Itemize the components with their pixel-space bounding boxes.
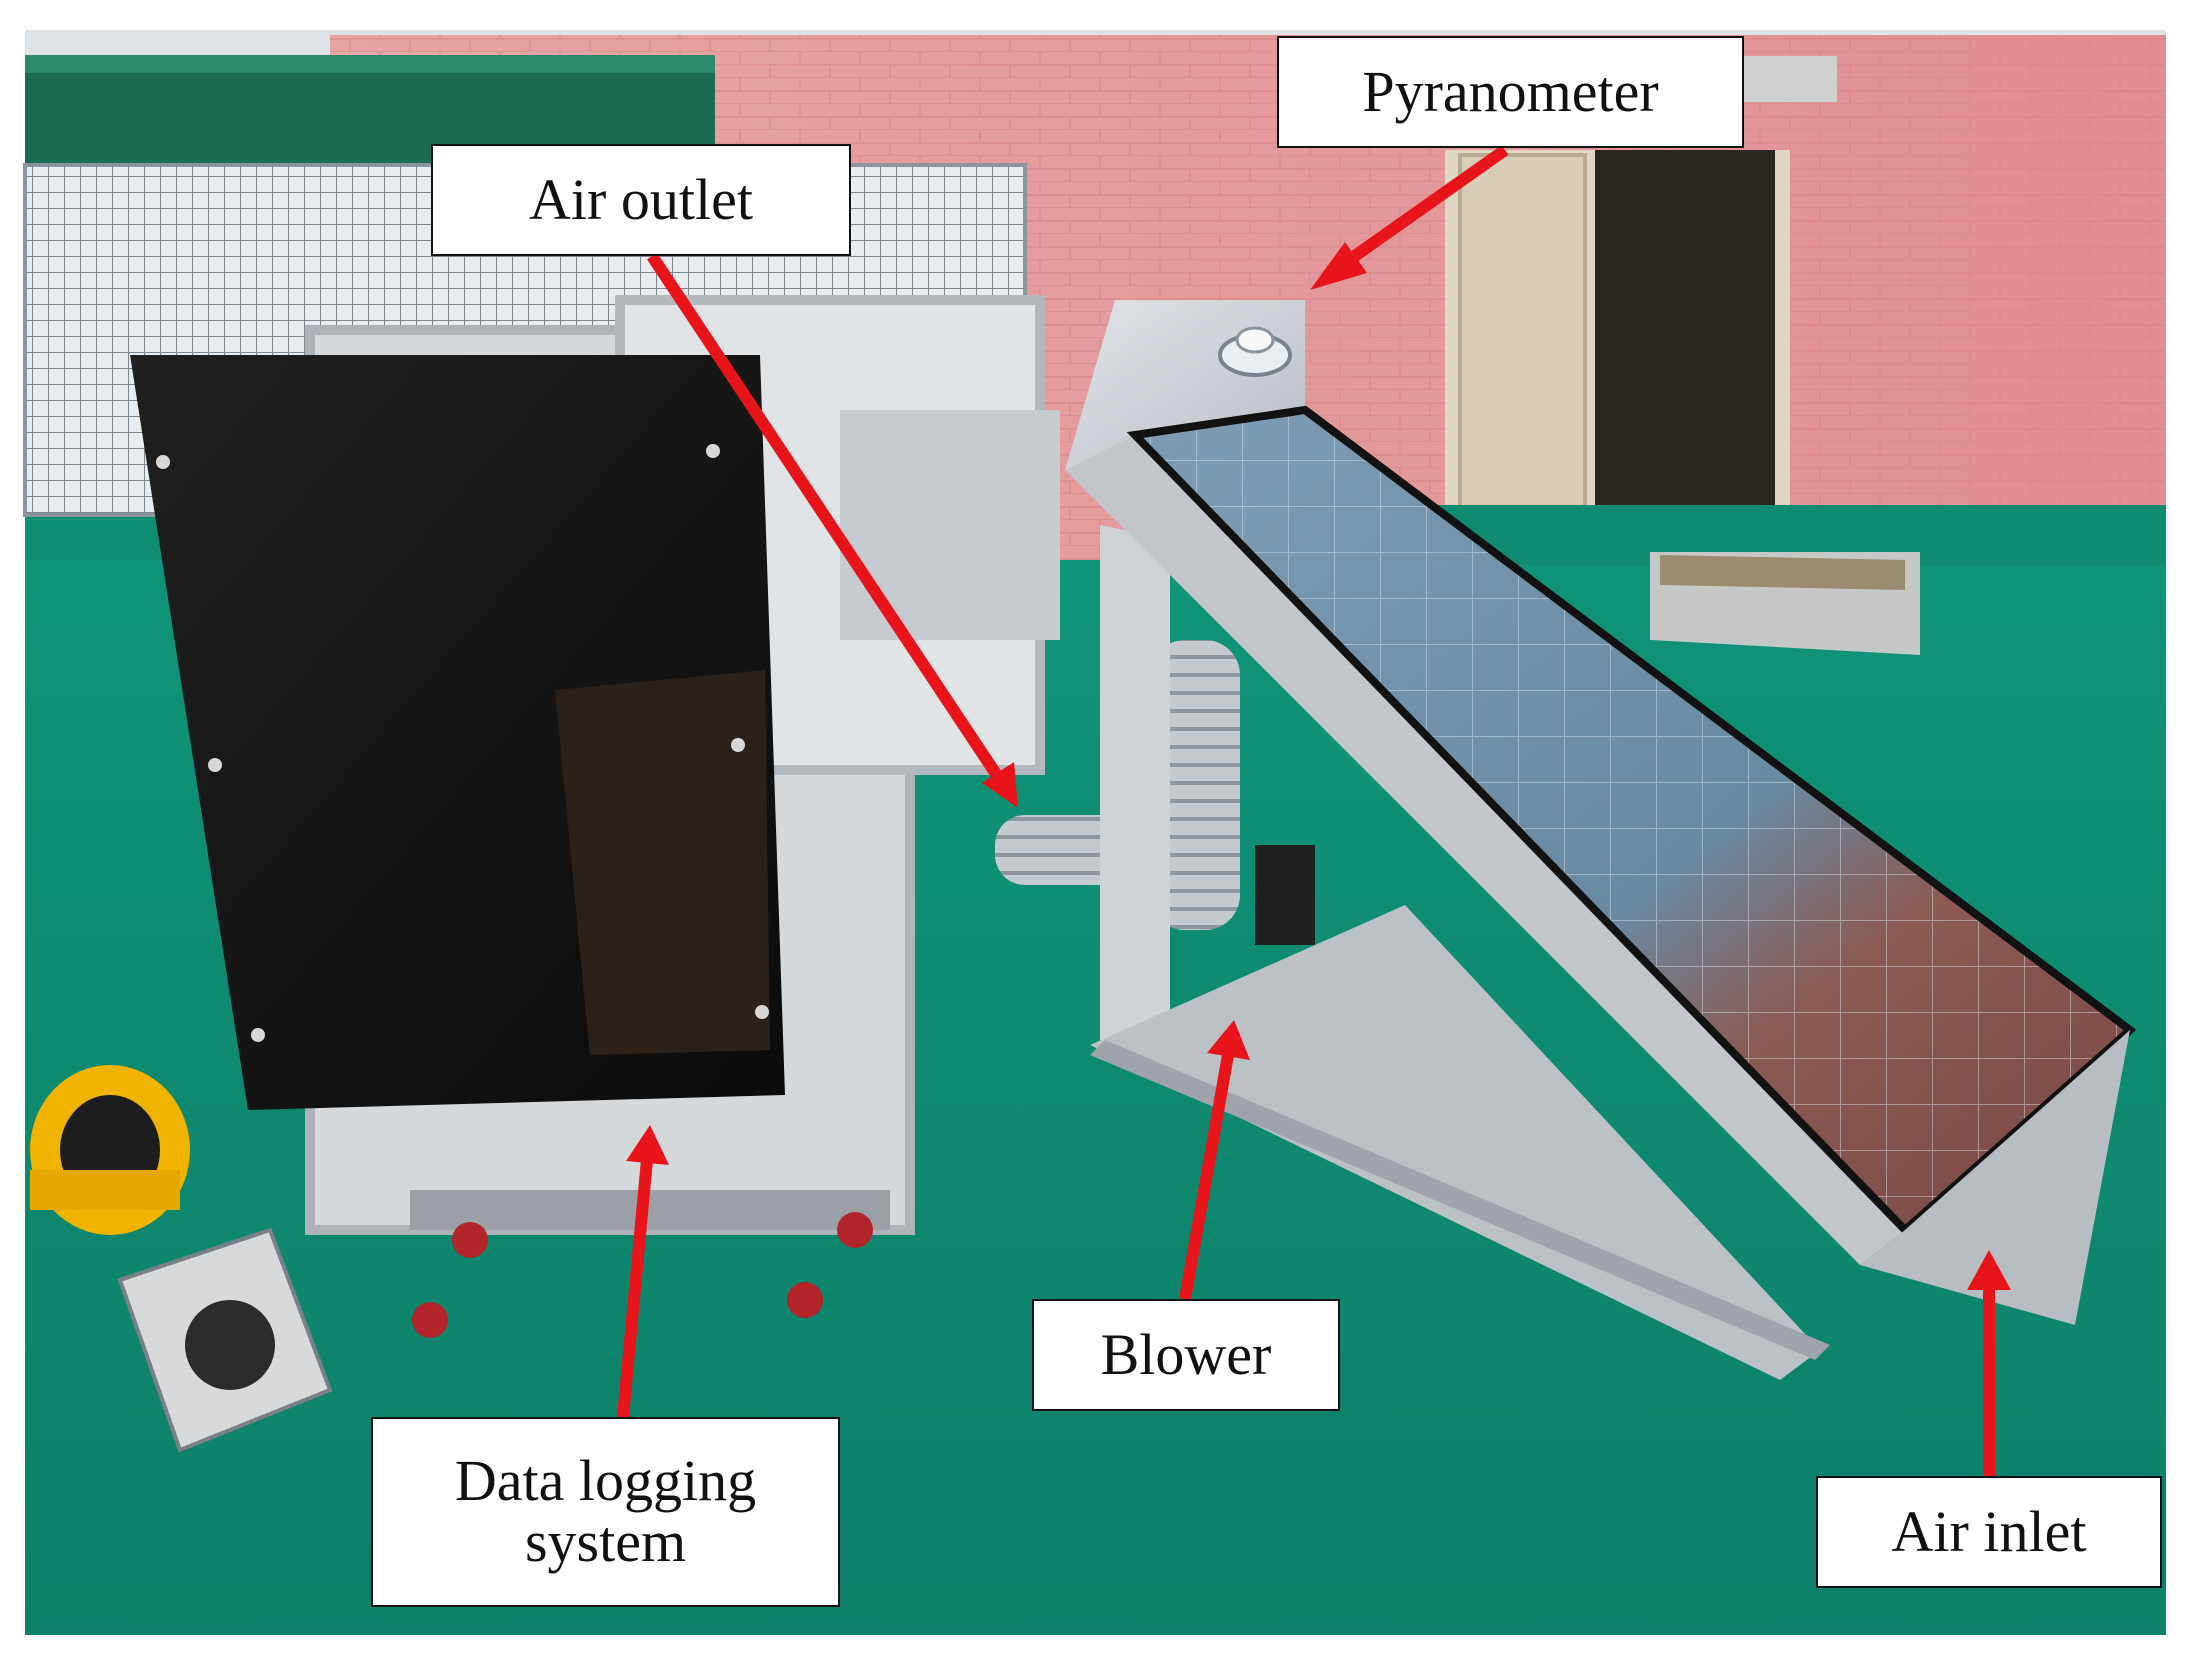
label-pyranometer-text: Pyranometer	[1362, 58, 1659, 124]
arrow-pyranometer	[1310, 145, 1509, 290]
label-blower: Blower	[1032, 1299, 1340, 1411]
label-air-inlet: Air inlet	[1816, 1476, 2162, 1588]
arrow-data-logging	[617, 1125, 669, 1418]
label-pyranometer: Pyranometer	[1277, 36, 1744, 148]
arrow-air-outlet	[647, 252, 1018, 808]
pyranometer-device	[1218, 326, 1292, 377]
label-air-outlet: Air outlet	[431, 144, 851, 256]
label-data-logging-line2: system	[524, 1509, 687, 1574]
label-blower-text: Blower	[1100, 1321, 1272, 1387]
cable-reel	[30, 1065, 190, 1235]
doorway	[1445, 150, 1790, 545]
annotation-arrows	[617, 145, 2011, 1476]
label-air-outlet-text: Air outlet	[529, 166, 753, 232]
data-logger-cabinet	[130, 355, 785, 1110]
label-data-logging-system: Data logging system	[371, 1417, 840, 1607]
label-air-inlet-text: Air inlet	[1891, 1498, 2087, 1564]
arrow-air-inlet	[1967, 1250, 2011, 1476]
arrow-blower	[1179, 1020, 1250, 1301]
pv-collector	[1065, 300, 2137, 1325]
storage-box	[1650, 552, 1920, 655]
cabinet-wheels	[412, 1212, 873, 1338]
collector-stand	[1090, 525, 1830, 1380]
label-data-logging-line1: Data logging	[454, 1448, 757, 1514]
blower-box	[117, 1227, 333, 1453]
